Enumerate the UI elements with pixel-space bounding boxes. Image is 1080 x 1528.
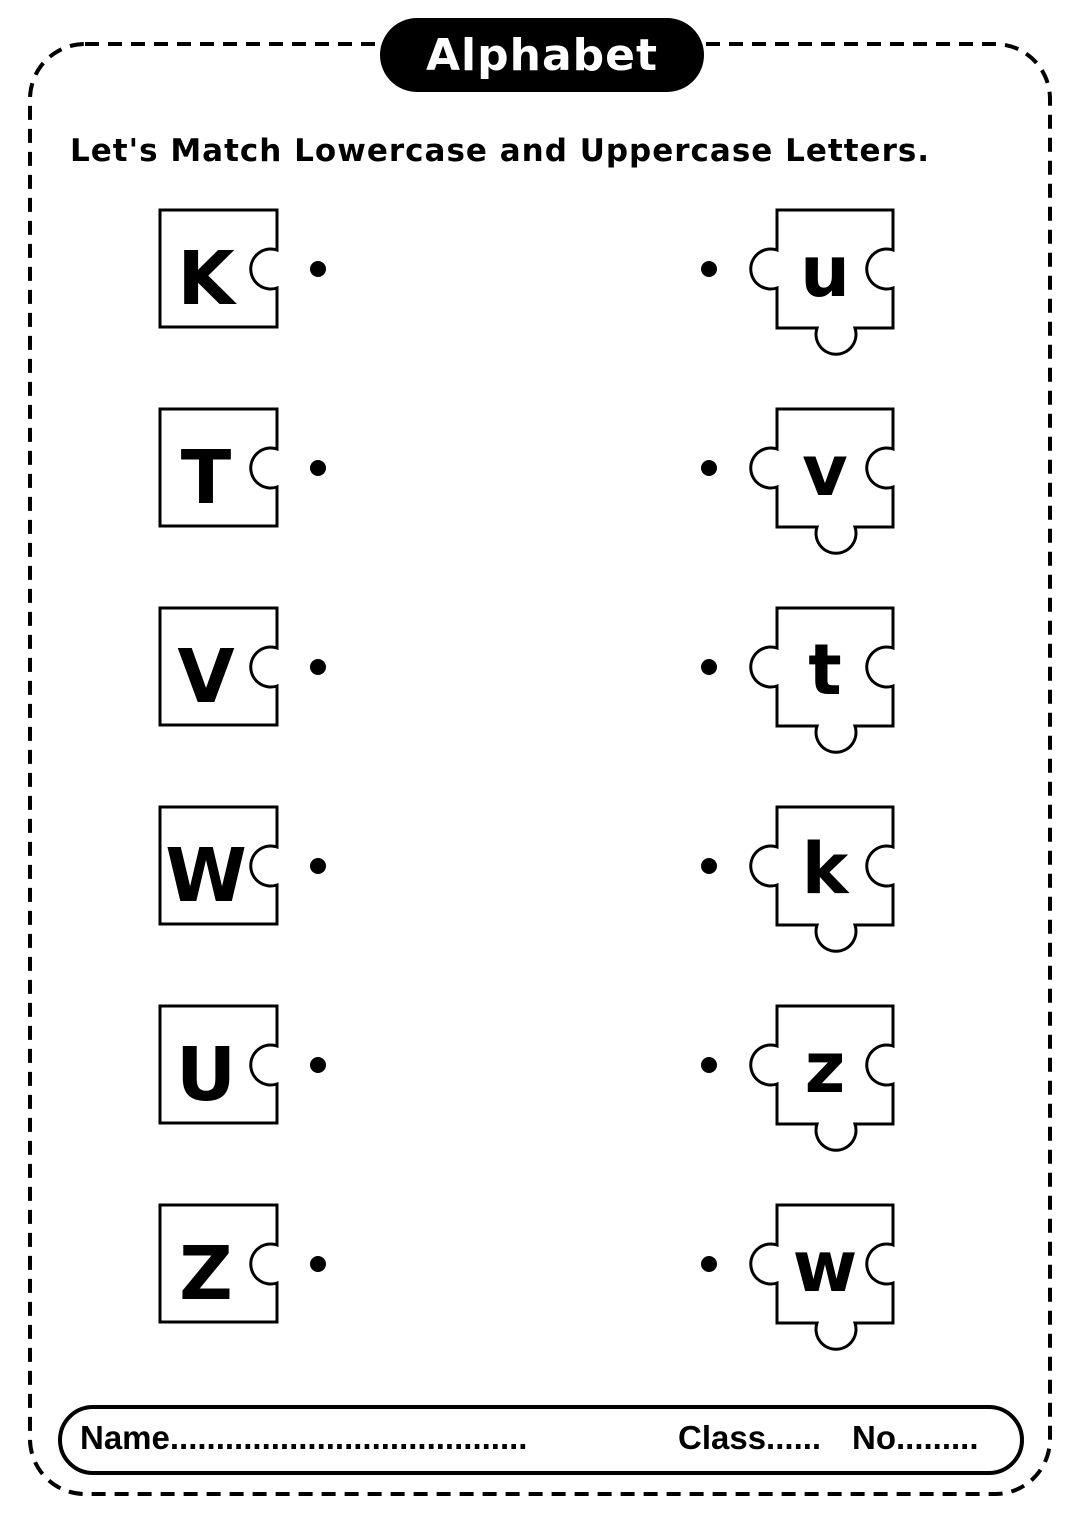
lowercase-piece-outline (749, 606, 895, 754)
left-match-dot[interactable] (310, 1256, 326, 1272)
uppercase-letter: W (165, 833, 247, 919)
lowercase-piece-outline (749, 407, 895, 555)
uppercase-piece-outline (158, 606, 279, 727)
uppercase-letter: Z (179, 1231, 233, 1317)
lowercase-piece-outline (749, 1004, 895, 1152)
lowercase-piece-outline (749, 208, 895, 356)
uppercase-piece-outline (158, 1004, 279, 1125)
uppercase-letter: U (176, 1032, 236, 1118)
uppercase-piece-outline (158, 1203, 279, 1324)
left-match-dot[interactable] (310, 1057, 326, 1073)
right-match-dot[interactable] (701, 858, 717, 874)
right-match-dot[interactable] (701, 1057, 717, 1073)
worksheet-title: Alphabet (425, 29, 659, 81)
lowercase-piece-outline (749, 805, 895, 953)
left-match-dot[interactable] (310, 261, 326, 277)
uppercase-piece-outline (158, 407, 279, 528)
name-field[interactable]: Name....................................… (80, 1419, 528, 1456)
dashed-border (28, 42, 1052, 1496)
uppercase-piece-outline (158, 805, 279, 926)
right-match-dot[interactable] (701, 659, 717, 675)
left-match-dot[interactable] (310, 858, 326, 874)
footer-box (58, 1405, 1024, 1475)
puzzle-pieces: K T V W U Zu v t k z w (158, 208, 895, 1351)
lowercase-piece-outline (749, 1203, 895, 1351)
lowercase-letter: t (808, 629, 841, 711)
uppercase-letter: K (177, 236, 237, 322)
uppercase-piece-outline (158, 208, 279, 329)
lowercase-letter: z (805, 1027, 846, 1109)
instruction-text: Let's Match Lowercase and Uppercase Lett… (70, 133, 931, 169)
lowercase-letter: u (800, 231, 850, 313)
number-field[interactable]: No......... (852, 1419, 979, 1456)
left-match-dot[interactable] (310, 659, 326, 675)
right-match-dot[interactable] (701, 460, 717, 476)
class-field[interactable]: Class...... (678, 1419, 822, 1456)
lowercase-letter: k (802, 828, 850, 910)
right-match-dot[interactable] (701, 1256, 717, 1272)
left-match-dot[interactable] (310, 460, 326, 476)
lowercase-letter: w (793, 1226, 858, 1308)
uppercase-letter: T (181, 435, 232, 521)
title-banner: Alphabet (380, 18, 704, 92)
uppercase-letter: V (177, 634, 234, 720)
right-match-dot[interactable] (701, 261, 717, 277)
lowercase-letter: v (802, 430, 848, 512)
